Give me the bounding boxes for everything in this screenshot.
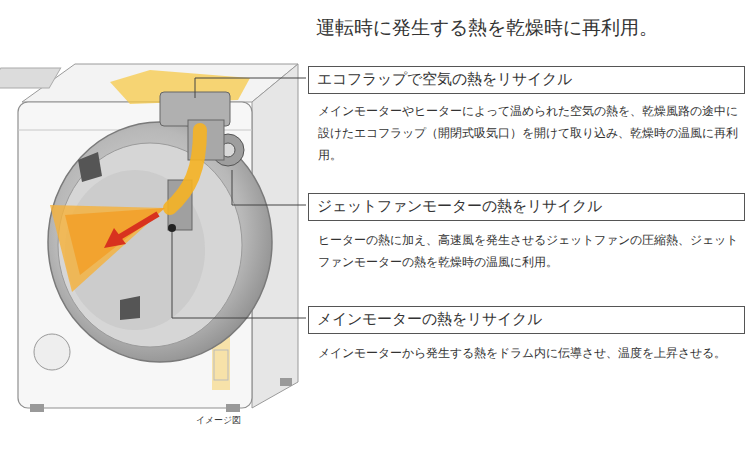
note-label: イメージ図 <box>196 414 276 426</box>
body-text: メインモーターやヒーターによって温められた空気の熱を、乾燥風路の途中に設けたエコ… <box>318 100 746 166</box>
body-text: メインモーターから発生する熱をドラム内に伝導させ、温度を上昇させる。 <box>318 342 746 364</box>
diagram-title: 運転時に発生する熱を乾燥時に再利用。 <box>316 15 658 41</box>
heading-box: エコフラップで空気の熱をリサイクル <box>308 66 745 94</box>
box-heading: エコフラップで空気の熱をリサイクル <box>309 67 744 91</box>
heading-box: メインモーターの熱をリサイクル <box>308 306 745 334</box>
box-heading: ジェットファンモーターの熱をリサイクル <box>309 194 744 218</box>
heading-box: ジェットファンモーターの熱をリサイクル <box>308 193 745 221</box>
box-heading: メインモーターの熱をリサイクル <box>309 307 744 331</box>
leader-lines <box>172 78 306 318</box>
body-text: ヒーターの熱に加え、高速風を発生させるジェットファンの圧縮熱、ジェットファンモー… <box>318 229 746 273</box>
